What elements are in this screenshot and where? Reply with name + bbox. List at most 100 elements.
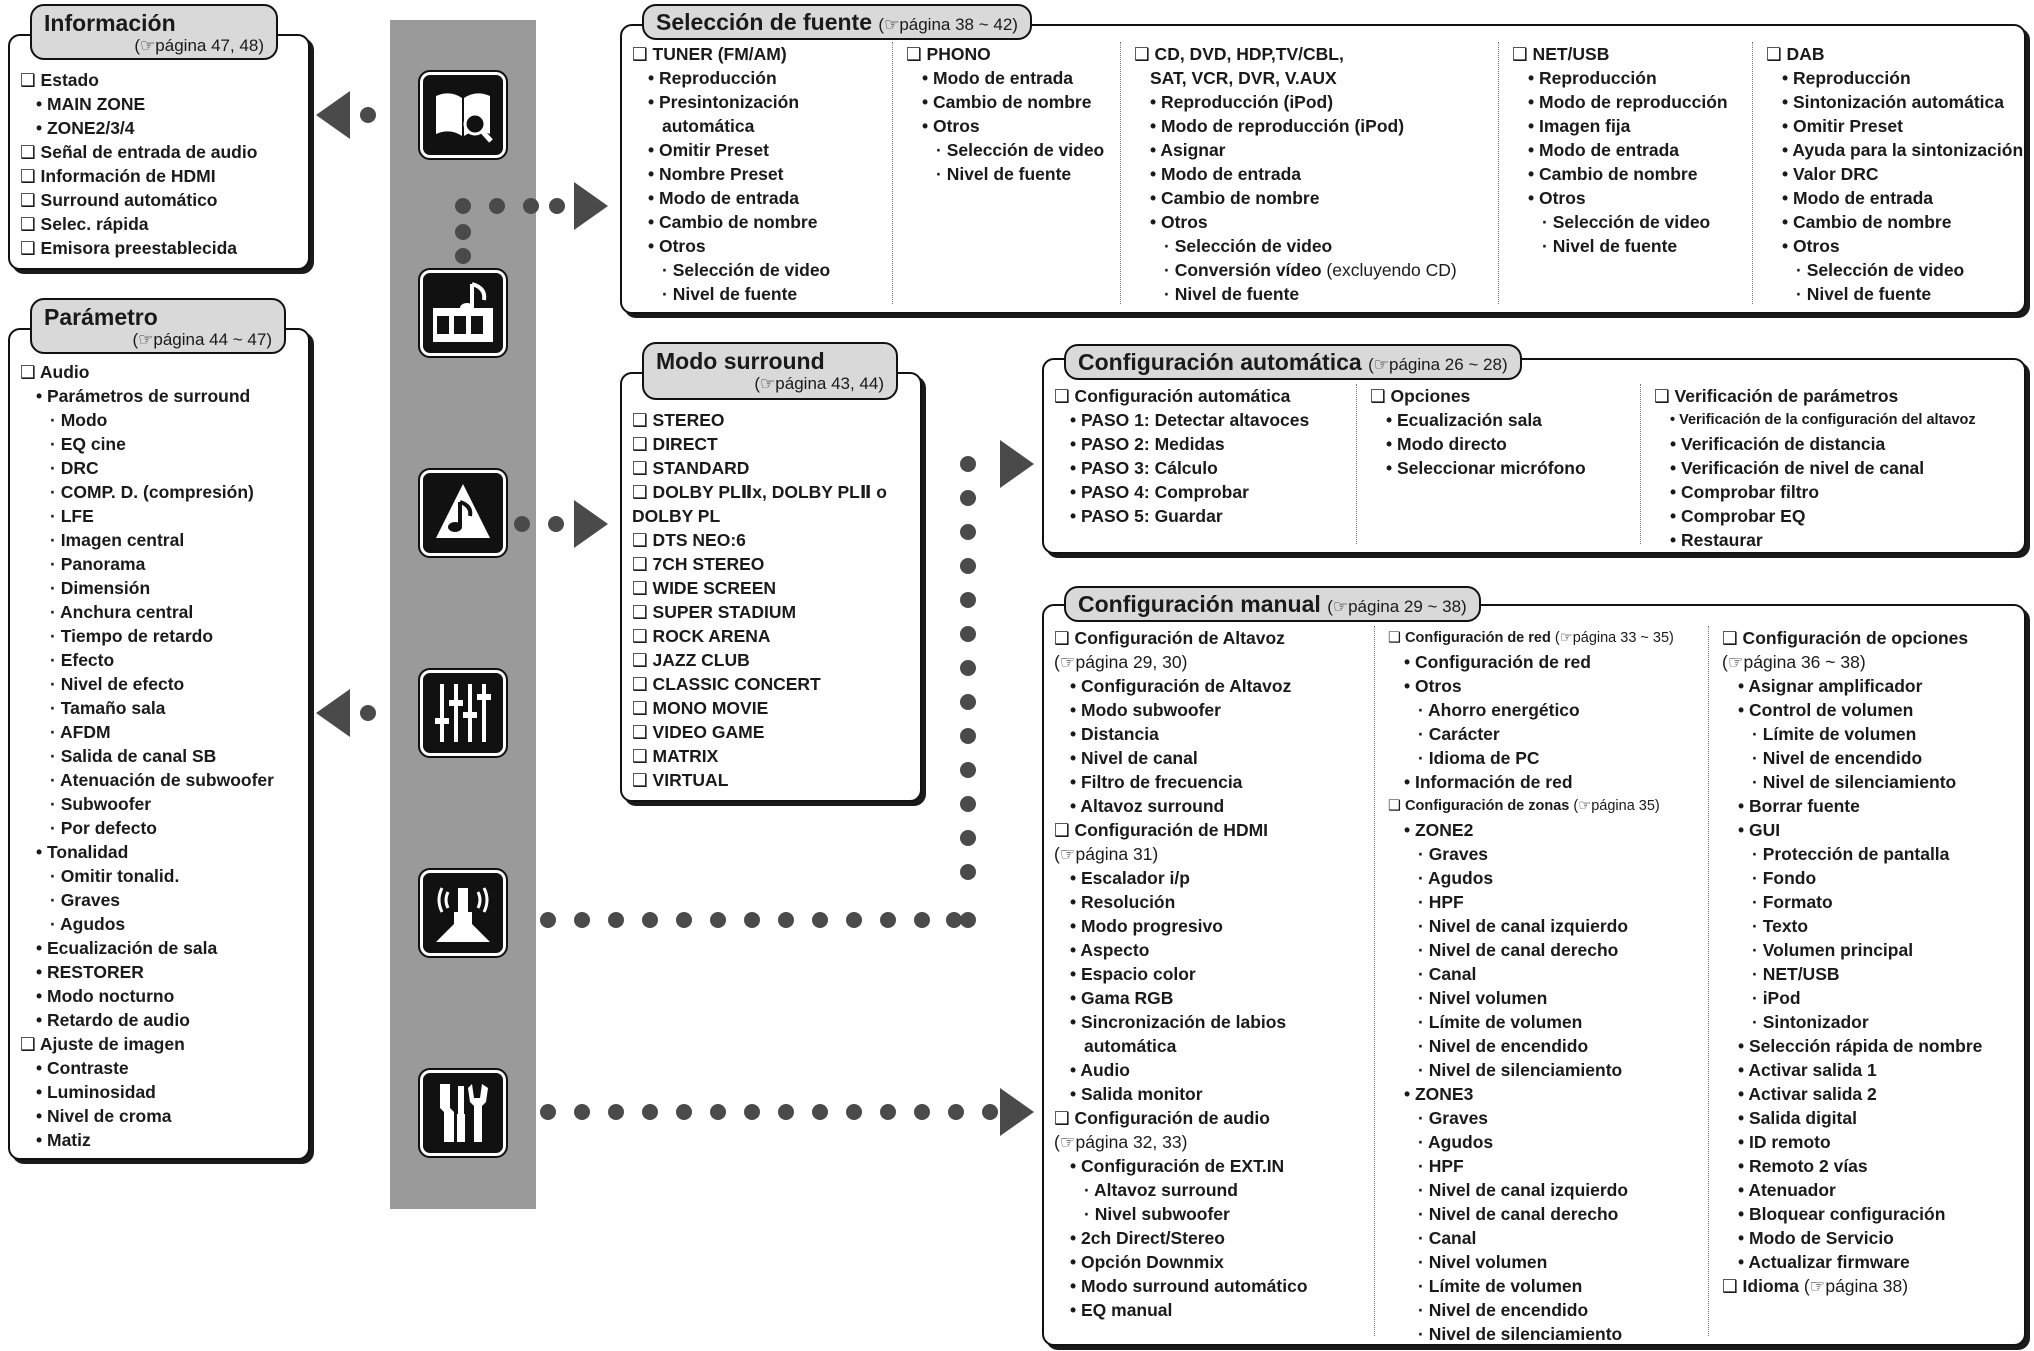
- sliders-icon[interactable]: [418, 668, 508, 758]
- page-reference: (☞página 31): [1054, 844, 1158, 864]
- list-item-text: • PASO 4: Comprobar: [1070, 482, 1249, 502]
- pointing-hand-icon: (☞: [134, 36, 156, 55]
- list-item-text: · Atenuación de subwoofer: [50, 770, 274, 790]
- list-item: · Nivel de efecto: [20, 672, 274, 696]
- list-item: • 2ch Direct/Stereo: [1054, 1226, 1308, 1250]
- connector-dot: [642, 1104, 658, 1120]
- list-item-text: • ID remoto: [1738, 1132, 1831, 1152]
- list-item-text: · Límite de volumen: [1418, 1012, 1583, 1032]
- list-item: ❑ Configuración de red (☞página 33 ~ 35): [1388, 626, 1674, 650]
- book-magnifier-icon[interactable]: [418, 70, 508, 160]
- connector-dot: [523, 198, 539, 214]
- list-item: ❑ ROCK ARENA: [632, 624, 887, 648]
- connector-dot: [960, 830, 976, 846]
- list-item-text: automática: [1084, 1036, 1177, 1056]
- connector-dot: [360, 705, 376, 721]
- list-item: • Nombre Preset: [632, 162, 830, 186]
- list-item-text: • Información de red: [1404, 772, 1573, 792]
- list-item: · Texto: [1722, 914, 1982, 938]
- list-item-text: • Opción Downmix: [1070, 1252, 1224, 1272]
- list-item: • Espacio color: [1054, 962, 1308, 986]
- list-item: · Imagen central: [20, 528, 274, 552]
- list-item: • Verificación de distancia: [1654, 432, 1976, 456]
- list-item: · EQ cine: [20, 432, 274, 456]
- list-item: · Graves: [1388, 1106, 1674, 1130]
- list-item-text: · Altavoz surround: [1084, 1180, 1238, 1200]
- list-item: • Modo de entrada: [1766, 186, 2023, 210]
- list-item: · Panorama: [20, 552, 274, 576]
- list-item-text: · Nivel de canal derecho: [1418, 1204, 1619, 1224]
- list-item: · Ahorro energético: [1388, 698, 1674, 722]
- page-reference-text: página 33 ~ 35): [1572, 630, 1674, 646]
- list-item: (☞página 29, 30): [1054, 650, 1308, 674]
- list-item-text: · Panorama: [50, 554, 146, 574]
- list-item: • Seleccionar micrófono: [1370, 456, 1586, 480]
- list-item: • Reproducción: [1766, 66, 2023, 90]
- list-item: · Nivel de fuente: [1766, 282, 2023, 306]
- list-item: • Filtro de frecuencia: [1054, 770, 1308, 794]
- speaker-calibration-icon[interactable]: [418, 868, 508, 958]
- list-item-text: · Carácter: [1418, 724, 1500, 744]
- list-item-text: · Nivel de canal izquierdo: [1418, 916, 1629, 936]
- list-item-text: ❑ PHONO: [906, 44, 991, 64]
- list-item-text: · EQ cine: [50, 434, 126, 454]
- list-item: ❑ JAZZ CLUB: [632, 648, 887, 672]
- config-automatica-title: Configuración automática (☞página 26 ~ 2…: [1064, 344, 1522, 380]
- list-item-text: • Remoto 2 vías: [1738, 1156, 1868, 1176]
- connector-dot: [608, 912, 624, 928]
- list-item-text: · Nivel de fuente: [936, 164, 1072, 184]
- list-item-text: · iPod: [1752, 988, 1801, 1008]
- list-item: • Ecualización sala: [1370, 408, 1586, 432]
- column-divider: [1752, 42, 1753, 304]
- list-item-text: • Configuración de Altavoz: [1070, 676, 1292, 696]
- list-item-text: · Nivel de canal izquierdo: [1418, 1180, 1629, 1200]
- list-item-text: ❑ Configuración de opciones: [1722, 628, 1969, 648]
- modo-surround-title-text: Modo surround: [656, 348, 825, 374]
- list-item: • Reproducción: [632, 66, 830, 90]
- tools-icon[interactable]: [418, 1068, 508, 1158]
- list-item: • PASO 2: Medidas: [1054, 432, 1309, 456]
- list-item-text: • Modo de reproducción (iPod): [1150, 116, 1405, 136]
- list-item-text: • Asignar: [1150, 140, 1226, 160]
- list-item: · HPF: [1388, 1154, 1674, 1178]
- list-item-text: • Aspecto: [1070, 940, 1150, 960]
- list-item-text: · Nivel de canal derecho: [1418, 940, 1619, 960]
- list-item-text: · Nivel de fuente: [1542, 236, 1678, 256]
- list-item: • Modo de entrada: [906, 66, 1104, 90]
- pointing-hand-icon: (☞: [1569, 798, 1592, 814]
- surround-cone-icon[interactable]: [418, 468, 508, 558]
- parametro-list: ❑ Audio• Parámetros de surround· Modo· E…: [20, 360, 274, 1152]
- list-item-text: · Tiempo de retardo: [50, 626, 214, 646]
- parametro-title-text: Parámetro: [44, 304, 158, 330]
- list-item-text: · Modo: [50, 410, 108, 430]
- list-item: ❑ Selec. rápida: [20, 212, 257, 236]
- connector-dot: [960, 762, 976, 778]
- list-item: ❑ DIRECT: [632, 432, 887, 456]
- list-item: ❑ MONO MOVIE: [632, 696, 887, 720]
- list-item: ❑ DTS NEO:6: [632, 528, 887, 552]
- informacion-title-text: Información: [44, 10, 176, 36]
- column-divider: [1374, 626, 1375, 1336]
- list-item: • Control de volumen: [1722, 698, 1982, 722]
- list-item: · LFE: [20, 504, 274, 528]
- modo-surround-ref-text: página 43, 44): [775, 374, 884, 393]
- list-item-text: • Restaurar: [1670, 530, 1763, 550]
- music-film-icon[interactable]: [418, 268, 508, 358]
- list-item-text: ❑ Emisora preestablecida: [20, 238, 238, 258]
- pointing-hand-icon: (☞: [1550, 630, 1573, 646]
- connector-dot: [360, 107, 376, 123]
- list-item-text: ❑ WIDE SCREEN: [632, 578, 777, 598]
- list-item-text: ❑ CLASSIC CONCERT: [632, 674, 821, 694]
- list-item-text: • Retardo de audio: [36, 1010, 190, 1030]
- pointing-hand-icon: (☞: [1368, 355, 1389, 374]
- list-item-text: • Matiz: [36, 1130, 91, 1150]
- connector-dot: [744, 912, 760, 928]
- list-item: ❑ Configuración de Altavoz: [1054, 626, 1308, 650]
- list-item-text: · Límite de volumen: [1418, 1276, 1583, 1296]
- arrow-left-icon: [316, 91, 350, 139]
- list-item-text: ❑ DTS NEO:6: [632, 530, 746, 550]
- connector-dot: [744, 1104, 760, 1120]
- list-item: • PASO 1: Detectar altavoces: [1054, 408, 1309, 432]
- config-automatica-ref-text: página 26 ~ 28): [1389, 355, 1508, 374]
- list-item: · Selección de video: [632, 258, 830, 282]
